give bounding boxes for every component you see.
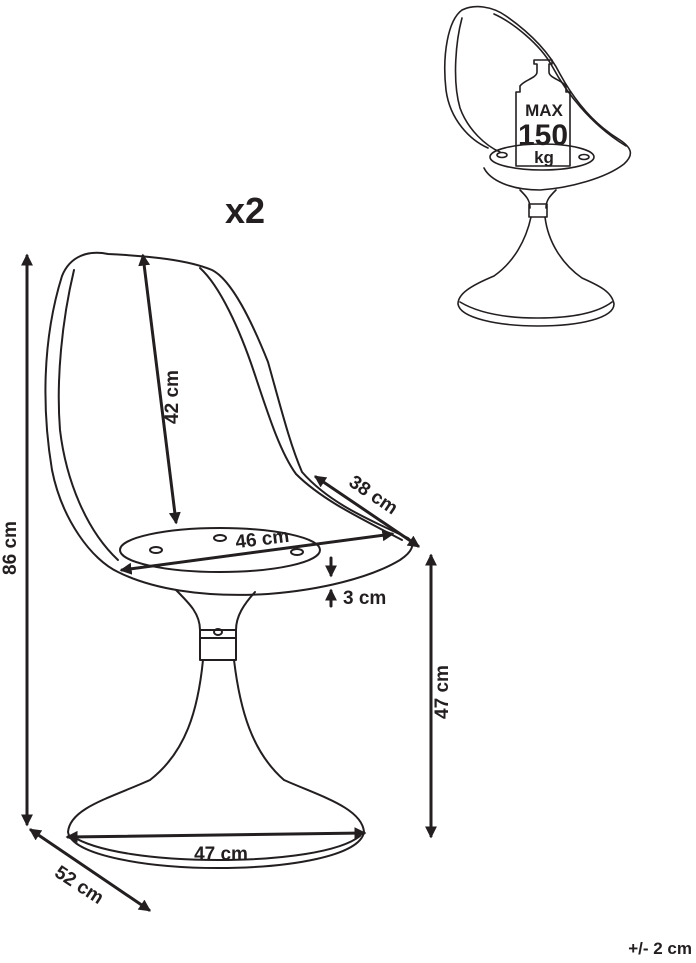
dim-seat-thickness: 3 cm [343, 588, 386, 609]
dim-height-total: 86 cm [0, 521, 21, 575]
dim-seat-height: 47 cm [432, 665, 453, 719]
dim-base-depth: 52 cm [51, 862, 108, 909]
weight-capacity-illustration: MAX 150 kg [443, 5, 632, 327]
weight-icon: MAX 150 kg [515, 59, 571, 167]
weight-unit: kg [534, 148, 554, 167]
dim-base-diameter: 47 cm [194, 844, 248, 865]
weight-value: 150 [518, 119, 568, 152]
small-chair-outline [443, 5, 632, 327]
main-chair-outline [44, 251, 414, 869]
weight-max-label: MAX [525, 101, 563, 120]
quantity-label: x2 [225, 190, 265, 231]
dimension-lines [21, 253, 437, 912]
tolerance-note: +/- 2 cm [628, 939, 692, 958]
dim-backrest: 42 cm [162, 370, 183, 424]
